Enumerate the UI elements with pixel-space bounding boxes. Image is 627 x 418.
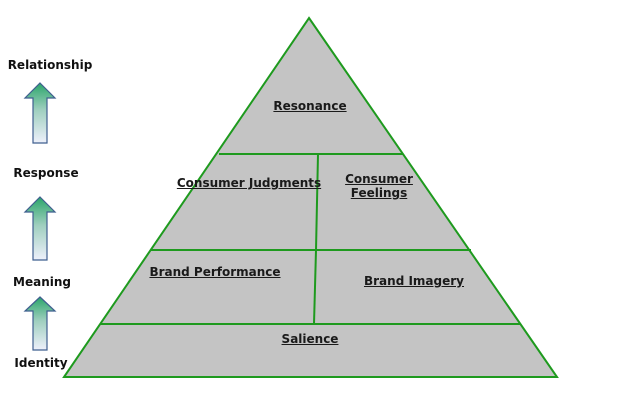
up-arrow-icon [23,82,57,144]
divider-vertical-lower [313,249,317,325]
consumer-feelings-line1: Consumer [345,172,413,186]
divider-vertical-upper [315,153,319,251]
level-identity-label: Identity [14,356,68,370]
brand-performance-label: Brand Performance [149,265,281,279]
consumer-feelings-label: Consumer Feelings [345,172,413,200]
up-arrow-icon [23,196,57,261]
consumer-feelings-line2: Feelings [350,186,408,200]
level-response-label: Response [13,166,79,180]
brand-imagery-label: Brand Imagery [363,274,465,288]
level-relationship-label: Relationship [7,58,93,72]
pyramid [62,16,559,378]
pyramid-body [62,16,559,378]
salience-label: Salience [281,332,339,346]
up-arrow-icon [23,296,57,351]
resonance-label: Resonance [273,99,347,113]
level-meaning-label: Meaning [13,275,71,289]
consumer-judgments-label: Consumer Judgments [176,176,322,190]
